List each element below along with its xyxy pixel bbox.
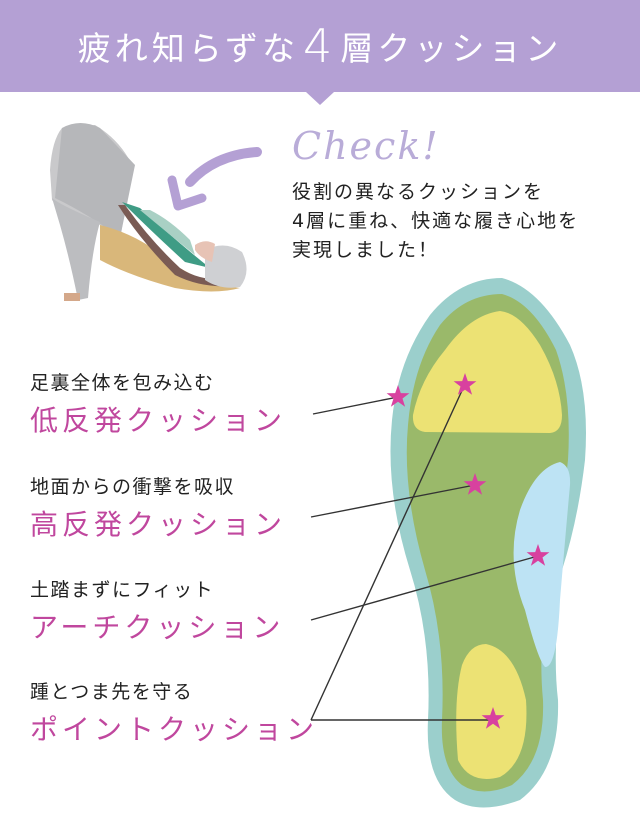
insole-diagram <box>390 278 586 808</box>
description-line: 役割の異なるクッションを <box>292 181 545 203</box>
check-description: 役割の異なるクッションを 4層に重ね、快適な履き心地を 実現しました！ <box>292 178 579 265</box>
star-icon <box>526 544 550 566</box>
cushion-subtitle: 地面からの衝撃を吸収 <box>30 476 236 498</box>
title-number: 4 <box>303 19 337 73</box>
header-caret <box>306 92 334 105</box>
cushion-subtitle: 土踏まずにフィット <box>30 579 215 601</box>
cushion-label-low-rebound: 足裏全体を包み込む 低反発クッション <box>30 368 286 439</box>
page-title: 疲れ知らずな 4 層クッション <box>0 0 640 92</box>
cushion-label-point: 踵とつま先を守る ポイントクッション <box>30 677 318 748</box>
cushion-name: アーチクッション <box>30 611 285 644</box>
cushion-subtitle: 足裏全体を包み込む <box>30 372 215 394</box>
cushion-name: 高反発クッション <box>30 508 287 541</box>
title-prefix: 疲れ知らずな <box>77 29 300 68</box>
connector-lines <box>310 383 539 721</box>
shoe-image <box>50 123 247 301</box>
star-icon <box>453 373 477 395</box>
star-icon <box>463 473 487 495</box>
check-heading: Check! <box>292 124 440 168</box>
description-line: 実現しました！ <box>292 239 440 261</box>
title-suffix: 層クッション <box>340 29 563 68</box>
description-line: 4層に重ね、快適な履き心地を <box>292 210 580 232</box>
cushion-subtitle: 踵とつま先を守る <box>30 681 194 703</box>
star-icon <box>481 707 505 729</box>
cushion-label-arch: 土踏まずにフィット アーチクッション <box>30 575 284 646</box>
star-icon <box>386 385 410 407</box>
arrow-icon <box>167 147 262 211</box>
cushion-label-high-rebound: 地面からの衝撃を吸収 高反発クッション <box>30 472 286 543</box>
cushion-name: ポイントクッション <box>30 713 319 746</box>
header-banner: 疲れ知らずな 4 層クッション <box>0 0 640 92</box>
cushion-name: 低反発クッション <box>30 404 287 437</box>
star-markers <box>386 373 550 729</box>
